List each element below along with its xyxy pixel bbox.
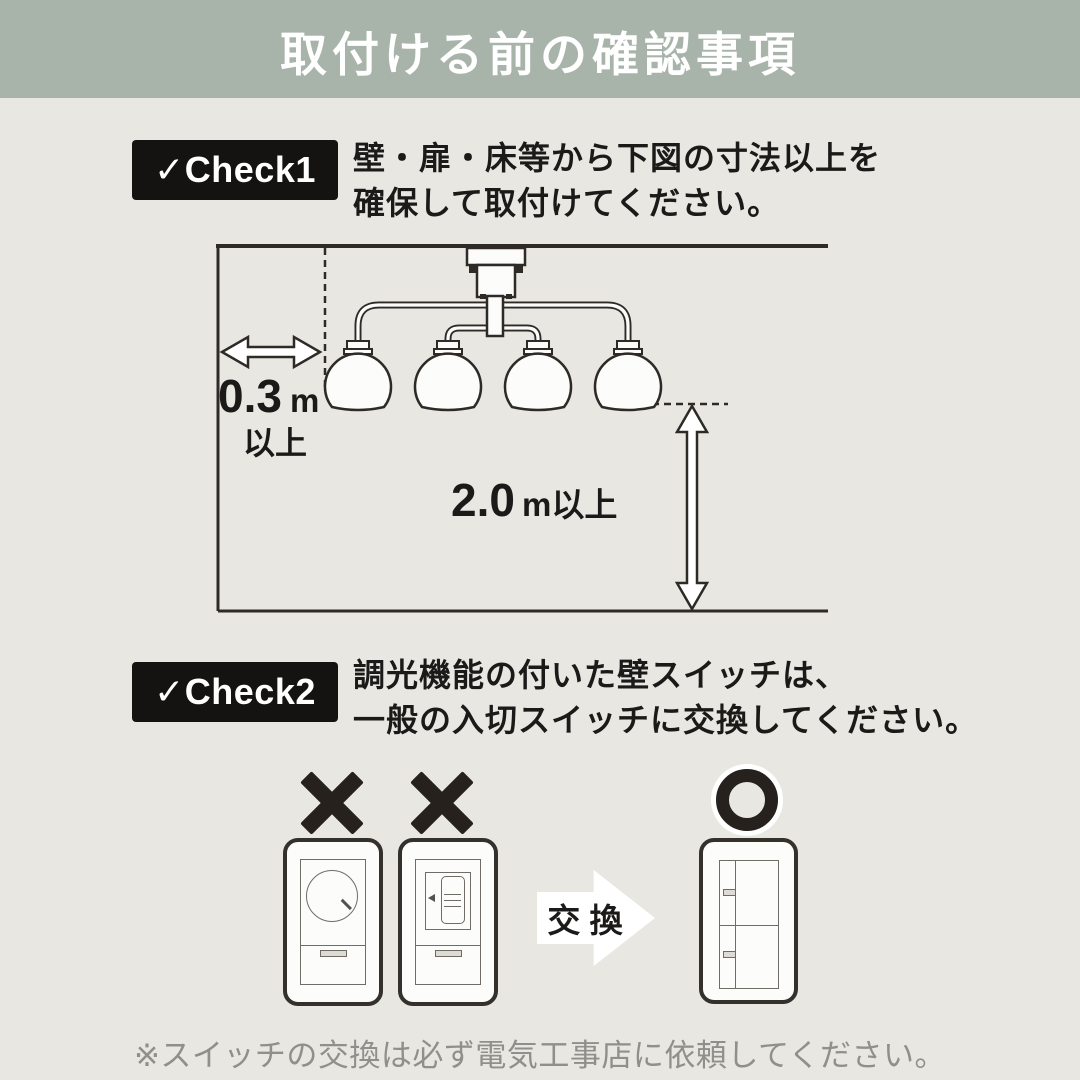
check1-badge: ✓Check1 — [132, 140, 338, 200]
ng-cross-icon — [300, 771, 364, 835]
horizontal-clearance-arrow — [219, 334, 323, 370]
rotary-knob — [306, 870, 358, 922]
check1-description: 壁・扉・床等から下図の寸法以上を 確保して取付けてください。 — [353, 136, 881, 226]
ok-circle-icon — [716, 769, 778, 831]
switch-divider-line — [300, 945, 366, 946]
horizontal-clearance-value: 0.3 — [218, 370, 282, 422]
switch-indicator — [723, 951, 736, 958]
exchange-label: 交 換 — [547, 902, 623, 939]
rocker-divider-line — [719, 925, 779, 926]
check2-badge: ✓Check2 — [132, 662, 338, 722]
switch-indicator — [723, 889, 736, 896]
ceiling-light-fixture — [323, 246, 663, 412]
horizontal-clearance-note: 以上 — [243, 425, 307, 461]
slider-track — [425, 872, 471, 930]
dimmer-slider-switch — [398, 838, 498, 1006]
switch-indicator — [435, 950, 462, 957]
exchange-arrow: 交 換 — [537, 870, 655, 966]
check2-description-line1: 調光機能の付いた壁スイッチは、 — [353, 657, 849, 693]
header-banner: 取付ける前の確認事項 — [0, 0, 1080, 98]
rocker-edge-line — [735, 861, 736, 988]
slider-pointer-icon — [428, 894, 435, 902]
ceiling-mount — [465, 246, 527, 338]
vertical-clearance-value: 2.0 — [451, 474, 515, 526]
horizontal-clearance-unit: m — [290, 382, 319, 419]
switch-divider-line — [415, 945, 481, 946]
standard-rocker-switch — [699, 838, 798, 1004]
slider-handle — [441, 876, 465, 924]
footer-note: ※スイッチの交換は必ず電気工事店に依頼してください。 — [133, 1038, 947, 1073]
page-title: 取付ける前の確認事項 — [280, 27, 800, 81]
vertical-clearance-arrow — [674, 403, 710, 612]
check1-description-line1: 壁・扉・床等から下図の寸法以上を — [353, 140, 882, 176]
clearance-diagram: 0.3 m 以上 2.0 m以上 — [216, 244, 828, 613]
lamp-globes — [323, 340, 663, 412]
ng-cross-icon — [410, 771, 474, 835]
check2-description-line2: 一般の入切スイッチに交換してください。 — [353, 702, 979, 738]
check2-description: 調光機能の付いた壁スイッチは、 一般の入切スイッチに交換してください。 — [353, 653, 978, 743]
dimmer-rotary-switch — [283, 838, 383, 1006]
dimmer-switch-frame — [300, 859, 366, 985]
vertical-clearance-note: m以上 — [522, 486, 617, 523]
switch-indicator — [320, 950, 347, 957]
slider-switch-frame — [415, 859, 481, 985]
check1-description-line2: 確保して取付けてください。 — [353, 185, 781, 221]
rocker-switch-frame — [719, 860, 779, 989]
